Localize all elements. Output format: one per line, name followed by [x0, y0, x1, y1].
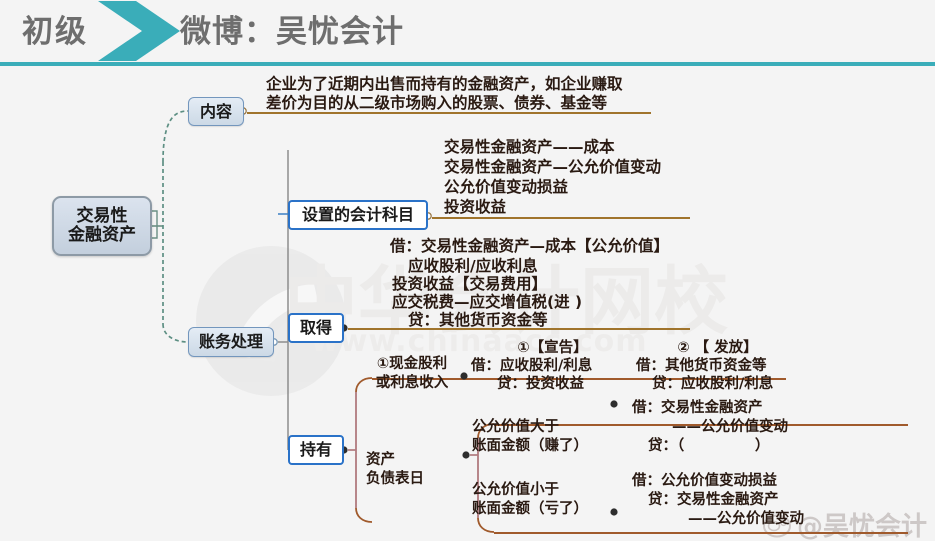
- slide-header: 初级 微博：吴忧会计: [0, 0, 935, 62]
- subjects-note-line3: 公允价值变动损益: [444, 178, 569, 196]
- connector-lines: [150, 107, 908, 534]
- hold-branch1-label: ①现金股利 或利息收入: [375, 356, 449, 392]
- hold-branch1-col2-title: ② 【 发放】: [677, 340, 758, 356]
- acquire-note-line3: 投资收益【交易费用】: [392, 275, 548, 293]
- hold-branch3-line3: ——公允价值变动: [688, 511, 804, 527]
- hold-branch3-line1: 借：公允价值变动损益: [632, 473, 777, 489]
- node-subjects-label: 设置的会计科目: [301, 205, 414, 225]
- chevron-right-icon: [98, 1, 180, 61]
- acquire-note-line2: 应收股利/应收利息: [408, 257, 538, 275]
- hold-branch1-col1-line2: 贷：投资收益: [497, 376, 584, 392]
- hold-branch2-line3: 贷：（ ）: [648, 438, 770, 454]
- subjects-note-line4: 投资收益: [444, 198, 507, 216]
- hold-branch1-col1-line1: 借：应收股利/利息: [471, 358, 593, 374]
- balance-sheet-date-label: 资产 负债表日: [366, 452, 424, 488]
- header-right-label: 微博：吴忧会计: [180, 14, 404, 50]
- acquire-note-line1: 借：交易性金融资产—成本【公允价值】: [390, 237, 670, 255]
- header-accent-rule: [0, 62, 935, 66]
- hold-branch2-line2: ——公允价值变动: [672, 419, 788, 435]
- node-content-label: 内容: [199, 101, 232, 121]
- node-subjects[interactable]: 设置的会计科目: [288, 200, 428, 230]
- node-hold[interactable]: 持有: [288, 435, 344, 465]
- hold-branch3-line2: 贷：交易性金融资产: [648, 492, 779, 508]
- hold-branch1-col1-title: ①【宣告】: [517, 340, 588, 356]
- hold-branch2-label: 公允价值大于 账面金额（赚了）: [472, 419, 588, 455]
- hold-branch2-line1: 借：交易性金融资产: [632, 400, 763, 416]
- node-hold-label: 持有: [299, 440, 332, 460]
- subjects-note-line2: 交易性金融资产—公允价值变动: [444, 158, 662, 176]
- hold-branch1-col2-line1: 借：其他货币资金等: [636, 358, 767, 374]
- subjects-note-line1: 交易性金融资产——成本: [444, 138, 615, 156]
- node-bookkeeping[interactable]: 账务处理: [188, 327, 274, 357]
- mindmap-canvas: 中华会计网校 www.chinaacc.com @吴忧会计: [0, 66, 935, 541]
- mindmap-root-node[interactable]: 交易性 金融资产: [52, 196, 152, 256]
- header-left-label: 初级: [22, 14, 88, 50]
- node-content[interactable]: 内容: [188, 97, 244, 126]
- node-acquire[interactable]: 取得: [288, 313, 344, 343]
- content-note-line2: 差价为目的从二级市场购入的股票、债券、基金等: [266, 94, 608, 112]
- content-note-line1: 企业为了近期内出售而持有的金融资产，如企业赚取: [266, 75, 623, 93]
- acquire-note-line5: 贷：其他货币资金等: [408, 311, 548, 329]
- node-bookkeeping-label: 账务处理: [198, 332, 263, 352]
- hold-branch1-col2-line2: 贷：应收股利/利息: [652, 376, 774, 392]
- acquire-note-line4: 应交税费—应交增值税(进 ): [392, 293, 583, 311]
- hold-branch3-label: 公允价值小于 账面金额（亏了）: [472, 482, 588, 518]
- node-acquire-label: 取得: [299, 318, 332, 338]
- root-node-label: 交易性 金融资产: [68, 205, 136, 245]
